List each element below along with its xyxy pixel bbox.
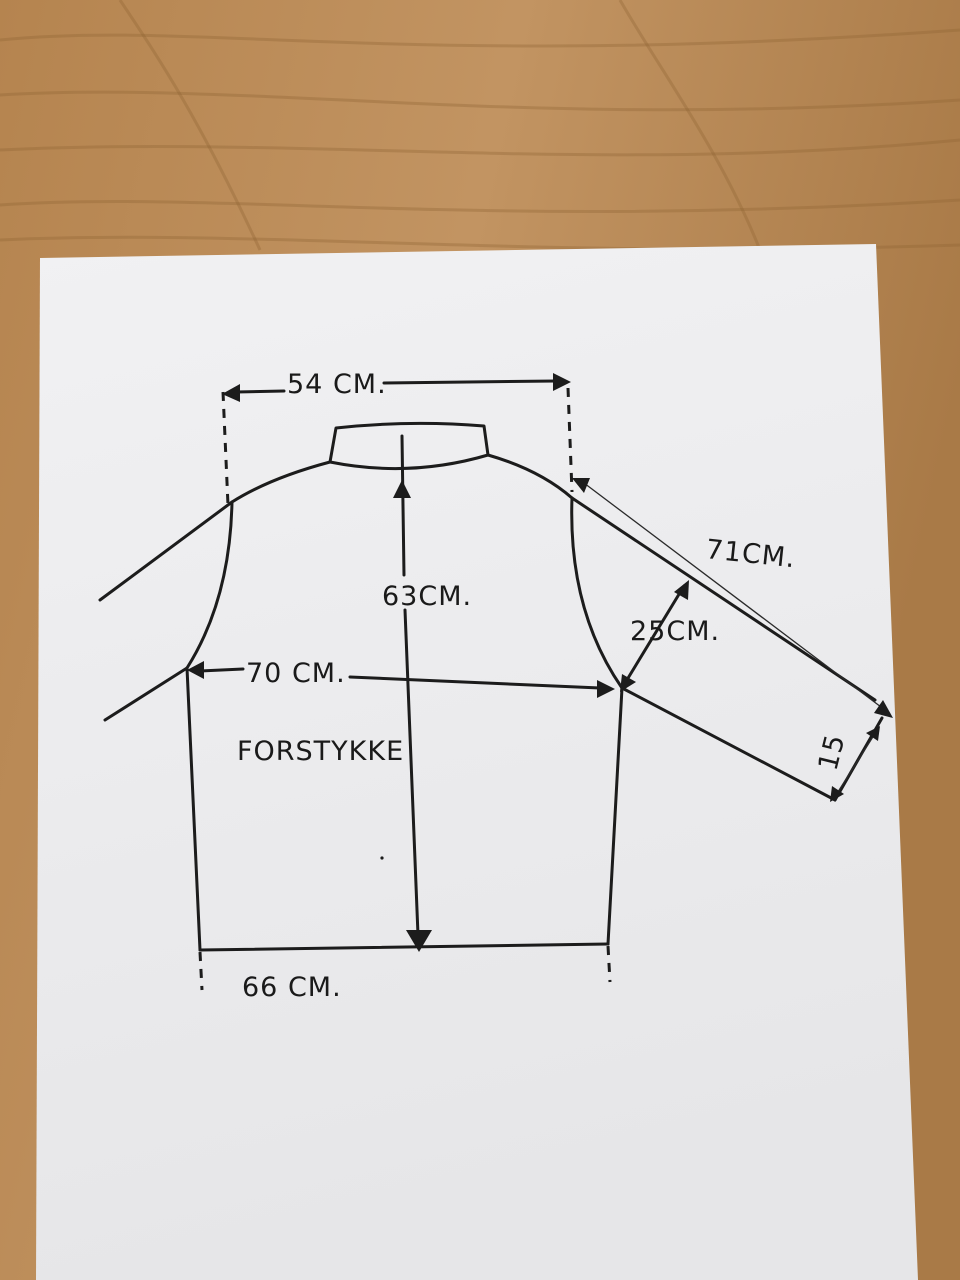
left-guide-bottom [198,951,204,991]
front-piece-label: FORSTYKKE [237,736,404,767]
left-armhole [185,500,234,670]
length-label: 63CM. [382,581,472,612]
collar [328,421,490,464]
arrow-left [222,384,240,402]
sweater-outline [98,421,884,952]
chest-width-label: 54 CM. [287,369,387,400]
guide-lines [198,387,612,991]
arrow-right [553,373,571,391]
arrow-down [620,674,636,692]
paper-sheet [36,244,918,1280]
arrow-end [874,700,893,718]
arrow-start [572,478,590,493]
right-sleeve-underside [620,686,837,802]
arrow-down [830,786,844,802]
right-guide-top [566,387,574,493]
left-shoulder [98,460,332,602]
arrow-right [597,680,615,698]
hem-width-label: 66 CM. [242,972,342,1003]
measurement-arrows [187,373,893,952]
collar-base [328,453,490,471]
width-label: 70 CM. [246,658,346,689]
hem-line [198,942,610,952]
right-side-seam [606,686,624,946]
arrow-up [866,726,880,741]
arrow-down [406,930,432,952]
arrow-up [393,480,411,498]
wood-grain [0,0,960,251]
left-guide-top [221,391,230,506]
left-sleeve-underside [103,666,189,722]
arrow-up [674,580,689,600]
left-side-seam [185,666,202,952]
right-guide-bottom [606,945,612,983]
right-armhole [570,496,624,690]
upper-arm-label: 25CM. [630,616,720,647]
arrow-left [187,661,204,679]
